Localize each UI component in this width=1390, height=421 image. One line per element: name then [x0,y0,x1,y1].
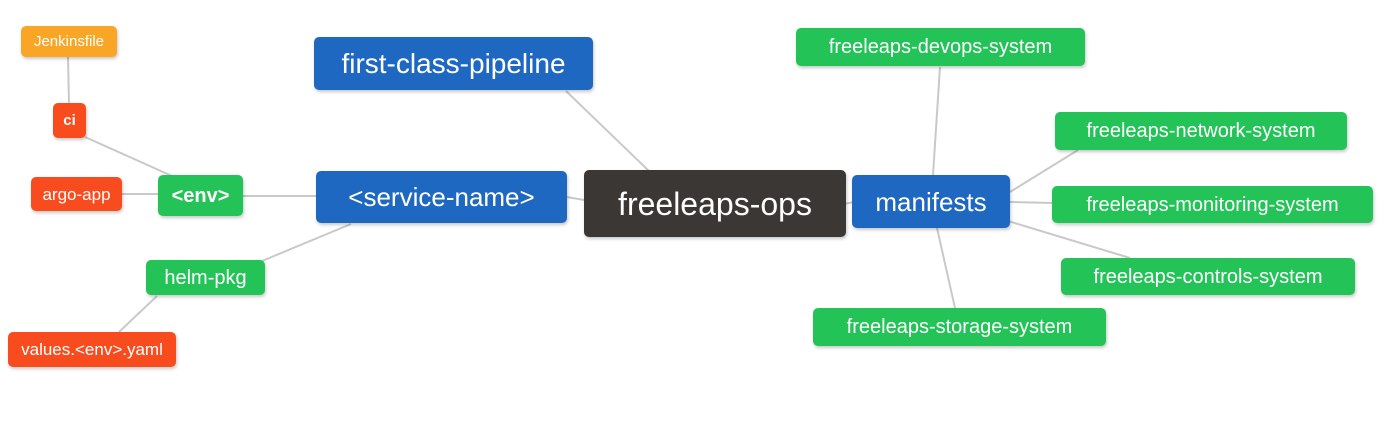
node-manifests[interactable]: manifests [852,175,1010,228]
edge-manifests-monitoring [1009,201,1053,204]
node-freeleaps-storage-system[interactable]: freeleaps-storage-system [813,308,1106,346]
node-argo-app[interactable]: argo-app [31,177,122,211]
node-service-name[interactable]: <service-name> [316,171,567,223]
node-env[interactable]: <env> [158,175,243,216]
edge-helm-pkg-values [118,295,158,333]
node-freeleaps-devops-system[interactable]: freeleaps-devops-system [796,28,1085,66]
node-helm-pkg[interactable]: helm-pkg [146,260,265,295]
node-freeleaps-controls-system[interactable]: freeleaps-controls-system [1061,258,1355,295]
node-freeleaps-network-system[interactable]: freeleaps-network-system [1055,112,1347,150]
node-first-class-pipeline[interactable]: first-class-pipeline [314,37,593,90]
edge-service-name-helm-pkg [261,223,352,262]
edge-manifests-network [1009,149,1079,193]
edge-manifests-controls [1007,220,1131,259]
edge-pipeline-ops [565,90,650,172]
node-freeleaps-monitoring-system[interactable]: freeleaps-monitoring-system [1052,186,1373,223]
edge-jenkinsfile-ci [67,56,70,105]
edge-manifests-storage [936,227,956,309]
node-freeleaps-ops[interactable]: freeleaps-ops [584,170,846,237]
node-jenkinsfile[interactable]: Jenkinsfile [21,26,117,57]
node-ci[interactable]: ci [53,103,86,138]
edge-ci-env [84,136,173,177]
edge-service-name-ops [566,196,585,201]
edge-manifests-devops [932,66,941,176]
node-values-env-yaml[interactable]: values.<env>.yaml [8,332,176,367]
